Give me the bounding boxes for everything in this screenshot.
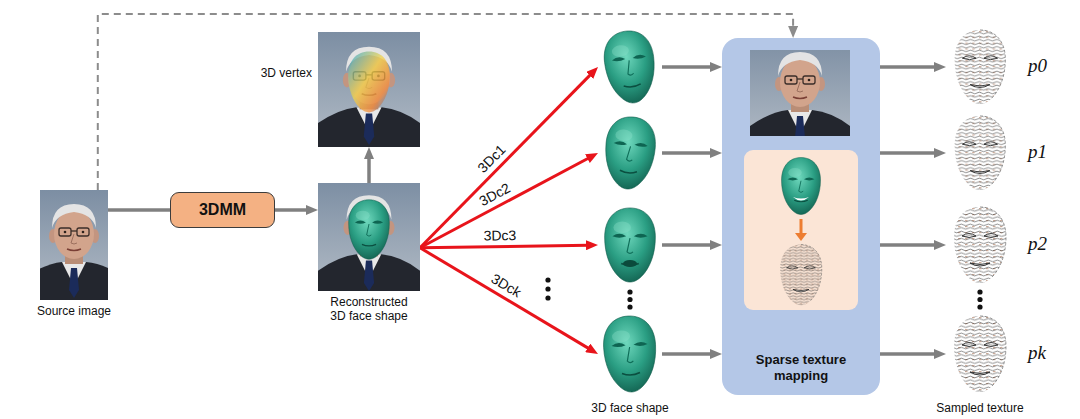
texture-map <box>946 205 1014 285</box>
texture-symbol: p2 <box>1028 233 1068 256</box>
vertex-heatmap <box>348 52 390 113</box>
mapping-panel: Sparse texture mapping <box>722 38 880 395</box>
face-shape <box>598 114 662 192</box>
texture-map <box>946 28 1014 106</box>
texture-image: p2 <box>946 205 1014 285</box>
vertex-photo <box>318 32 420 147</box>
texture-image: p1 <box>946 114 1014 192</box>
image-caption: Reconstructed 3D face shape <box>324 295 414 324</box>
flow-arrow <box>880 352 936 356</box>
edge-label: 3Dc1 <box>474 140 511 177</box>
dashed-arrow <box>98 14 793 190</box>
texture <box>955 30 1006 104</box>
portrait <box>750 38 850 148</box>
column-caption: Sampled texture <box>930 401 1030 415</box>
inner-box <box>744 150 858 310</box>
texture-map <box>946 312 1014 396</box>
image-label: 3D vertex <box>250 66 312 80</box>
face-mesh <box>349 200 390 260</box>
texture-symbol: pk <box>1028 342 1068 365</box>
texture <box>954 207 1006 283</box>
face-mesh <box>598 28 662 106</box>
flow-arrow <box>662 352 712 356</box>
edge-label: 3Dc3 <box>481 228 518 244</box>
texture <box>954 316 1006 392</box>
vertex-image: 3D vertex <box>318 32 420 147</box>
face-mesh <box>598 114 662 192</box>
face-shape <box>598 205 662 285</box>
flow-arrow <box>662 151 712 155</box>
source-image: Source image <box>40 190 108 300</box>
face-mesh <box>605 208 656 282</box>
face-mesh <box>598 205 662 285</box>
fitted-face-photo <box>318 183 420 291</box>
edge-label: 3Dc2 <box>475 180 515 211</box>
process-box: 3DMM <box>170 192 275 228</box>
texture-map <box>780 245 822 306</box>
flow-arrow <box>108 208 170 212</box>
flow-arrow <box>662 65 712 69</box>
deform-arrow <box>420 248 589 349</box>
deform-arrow <box>420 158 589 248</box>
teeth <box>793 197 809 201</box>
face-mesh <box>602 115 658 191</box>
open-mouth <box>623 260 637 267</box>
flow-arrow <box>880 151 936 155</box>
deform-arrow <box>420 245 588 248</box>
portrait-photo <box>40 190 108 300</box>
texture-symbol: p1 <box>1028 141 1068 164</box>
reconstructed-face: Reconstructed 3D face shape <box>318 183 420 291</box>
flow-arrow <box>662 243 712 247</box>
texture-symbol: p0 <box>1028 55 1068 78</box>
panel-title: Sparse texture mapping <box>736 352 866 383</box>
texture-image: pkSampled texture <box>946 312 1014 396</box>
box-label: 3DMM <box>199 200 246 219</box>
face-mesh <box>602 315 658 394</box>
texture <box>955 116 1006 190</box>
image-caption: Source image <box>24 304 124 318</box>
deform-arrow <box>420 74 591 248</box>
orange-arrowhead <box>795 233 807 241</box>
face-mesh <box>598 312 662 396</box>
orange-arrow <box>800 219 803 234</box>
flow-arrow <box>880 243 936 247</box>
portrait <box>318 183 420 291</box>
texture-map <box>946 114 1014 192</box>
flow-arrow <box>275 208 308 212</box>
mapping-art <box>722 38 880 395</box>
edge-label: 3Dck <box>486 270 525 302</box>
face-mesh <box>782 158 821 215</box>
portrait <box>40 190 108 300</box>
flow-arrow <box>367 157 371 183</box>
column-caption: 3D face shape <box>575 401 685 415</box>
texture-image: p0 <box>946 28 1014 106</box>
flow-arrow <box>880 65 936 69</box>
face-shape <box>598 28 662 106</box>
face-mesh <box>601 28 659 106</box>
portrait <box>318 32 420 147</box>
face-shape: 3D face shape <box>598 312 662 396</box>
